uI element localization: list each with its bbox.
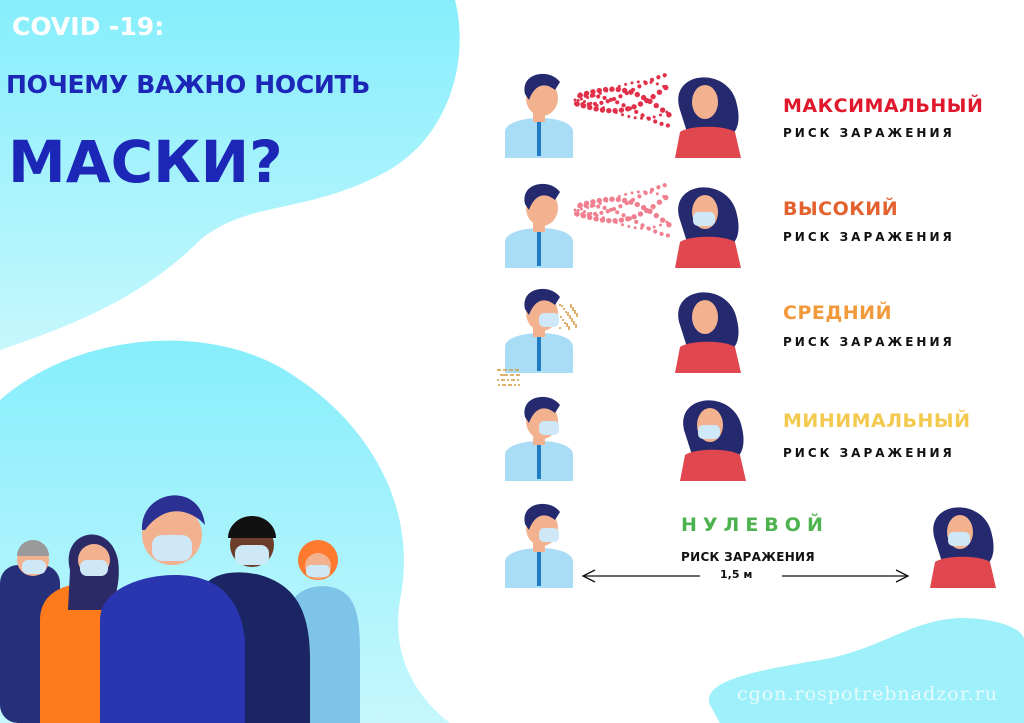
mask-icon bbox=[539, 313, 559, 327]
droplets bbox=[573, 73, 672, 128]
man-figure bbox=[505, 503, 573, 588]
man-figure bbox=[505, 288, 573, 373]
man-figure bbox=[505, 73, 573, 158]
risk-level-minimal: МИНИМАЛЬНЫЙ bbox=[783, 410, 971, 432]
question-title-line2: МАСКИ? bbox=[8, 128, 283, 196]
top-left-blob bbox=[0, 0, 460, 350]
risk-label-zero: РИСК ЗАРАЖЕНИЯ bbox=[681, 550, 815, 564]
mask-icon bbox=[539, 421, 559, 435]
woman-figure bbox=[930, 507, 996, 588]
woman-figure bbox=[680, 400, 746, 481]
risk-level-medium: СРЕДНИЙ bbox=[783, 302, 892, 324]
crowd-illustration bbox=[0, 495, 360, 723]
distance-label: 1,5 м bbox=[720, 568, 753, 581]
mask-icon bbox=[693, 212, 715, 226]
question-title-line1: ПОЧЕМУ ВАЖНО НОСИТЬ bbox=[6, 70, 371, 99]
risk-label-minimal: РИСК ЗАРАЖЕНИЯ bbox=[783, 446, 955, 460]
droplets bbox=[573, 183, 672, 238]
woman-figure bbox=[675, 77, 741, 158]
watermark: cgon.rospotrebnadzor.ru bbox=[737, 683, 999, 705]
woman-figure bbox=[675, 292, 741, 373]
risk-label-max: РИСК ЗАРАЖЕНИЯ bbox=[783, 126, 955, 140]
mask-icon bbox=[539, 528, 559, 542]
woman-figure bbox=[675, 187, 741, 268]
risk-label-medium: РИСК ЗАРАЖЕНИЯ bbox=[783, 335, 955, 349]
mask-icon bbox=[698, 425, 720, 439]
mask-icon bbox=[948, 532, 970, 546]
risk-level-high: ВЫСОКИЙ bbox=[783, 198, 899, 220]
risk-label-high: РИСК ЗАРАЖЕНИЯ bbox=[783, 230, 955, 244]
person-center bbox=[100, 575, 245, 723]
bottom-right-blob bbox=[708, 618, 1024, 723]
risk-level-max: МАКСИМАЛЬНЫЙ bbox=[783, 95, 984, 117]
kicker-title: COVID -19: bbox=[12, 12, 165, 41]
distance-arrow bbox=[581, 569, 910, 583]
droplets bbox=[497, 304, 578, 386]
risk-level-zero: НУЛЕВОЙ bbox=[681, 514, 829, 536]
man-figure bbox=[505, 183, 573, 268]
man-figure bbox=[505, 396, 573, 481]
